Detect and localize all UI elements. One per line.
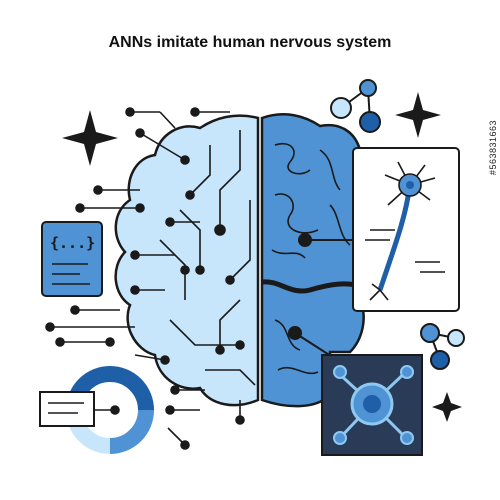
sparkle-icon xyxy=(432,392,462,422)
stock-id-label: #563831663 xyxy=(488,120,498,176)
sparkle-icon xyxy=(395,92,441,138)
sparkle-icon xyxy=(62,110,118,166)
molecule-icon xyxy=(330,79,381,133)
code-icon xyxy=(41,221,103,297)
circuit-connectors xyxy=(45,107,245,450)
circuit-traces xyxy=(159,130,256,386)
brain-folds xyxy=(271,143,351,375)
page-title: ANNs imitate human nervous system xyxy=(108,34,392,51)
neuron-card xyxy=(352,147,460,312)
code-snippet-text: {...} xyxy=(50,234,95,252)
molecule-icon xyxy=(420,323,465,370)
document-icon xyxy=(39,391,95,427)
